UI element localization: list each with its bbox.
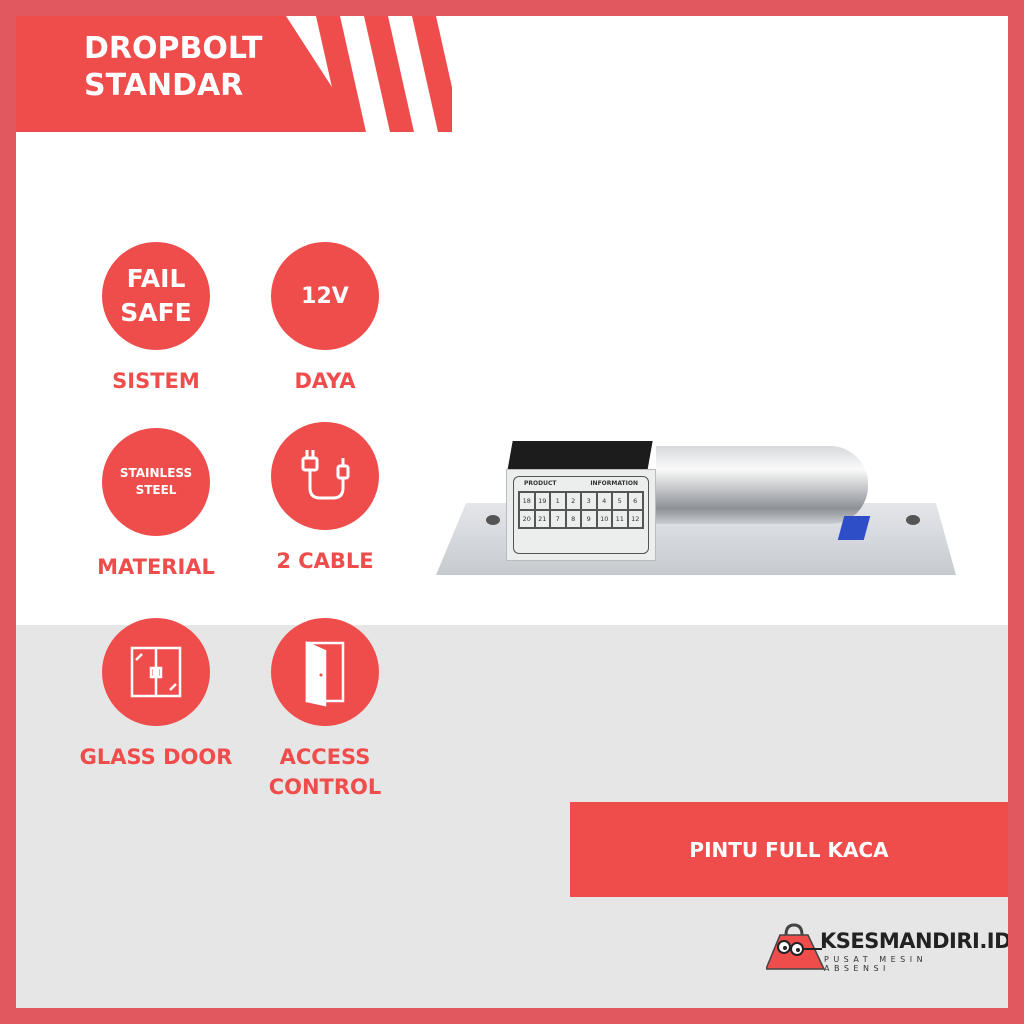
title-line: STANDAR xyxy=(84,68,244,103)
feature-12v: 12V DAYA xyxy=(240,242,410,396)
terminal-cell: 1 xyxy=(550,492,566,510)
panel-title: INFORMATION xyxy=(590,480,638,487)
decor-stripe xyxy=(412,16,452,132)
bolt-cylinder xyxy=(656,446,868,524)
feature-circle: FAIL SAFE xyxy=(102,242,210,350)
feature-circle: 12V xyxy=(271,242,379,350)
label-line: ACCESS xyxy=(279,745,371,769)
terminal-cell: 6 xyxy=(627,492,643,510)
feature-label: DAYA xyxy=(294,369,356,393)
terminal-cell: 18 xyxy=(519,492,535,510)
terminal-cell: 5 xyxy=(612,492,628,510)
circle-text: FAIL xyxy=(126,264,186,293)
title-line: DROPBOLT xyxy=(84,31,263,66)
terminal-cell: 12 xyxy=(627,510,643,528)
feature-circle xyxy=(102,618,210,726)
feature-label: 2 CABLE xyxy=(276,549,374,573)
terminal-cell: 4 xyxy=(596,492,612,510)
circle-text: STEEL xyxy=(135,483,177,497)
label-line: CONTROL xyxy=(268,775,382,799)
feature-glass-door: GLASS DOOR xyxy=(71,618,241,772)
circle-text: 12V xyxy=(301,283,349,309)
screw-hole xyxy=(906,515,920,525)
feature-circle xyxy=(271,422,379,530)
terminal-cell: 8 xyxy=(565,510,581,528)
feature-label: GLASS DOOR xyxy=(79,745,233,769)
page-title: DROPBOLT STANDAR xyxy=(84,30,262,104)
feature-access-control: ACCESS CONTROL xyxy=(240,618,410,802)
terminal-cell: 7 xyxy=(550,510,566,528)
decor-stripe xyxy=(364,16,414,132)
pintu-banner: PINTU FULL KACA xyxy=(570,802,1008,897)
terminal-cell: 21 xyxy=(534,510,550,528)
feature-fail-safe: FAIL SAFE SISTEM xyxy=(71,242,241,396)
terminal-cell: 11 xyxy=(612,510,628,528)
bag-mascot-icon xyxy=(766,923,826,970)
logo-tagline: PUSAT MESIN ABSENSI xyxy=(824,955,928,973)
housing-top xyxy=(507,441,653,471)
open-door-icon xyxy=(305,641,345,707)
screw-hole xyxy=(486,515,500,525)
terminal-cell: 3 xyxy=(581,492,597,510)
terminal-cell: 19 xyxy=(534,492,550,510)
circle-text: SAFE xyxy=(120,298,192,327)
feature-label: MATERIAL xyxy=(97,555,215,579)
feature-label: ACCESS CONTROL xyxy=(240,742,410,802)
terminal-cell: 2 xyxy=(565,492,581,510)
feature-circle: STAINLESS STEEL xyxy=(102,428,210,536)
feature-stainless: STAINLESS STEEL MATERIAL xyxy=(71,428,241,582)
glass-door-icon xyxy=(130,646,182,698)
terminal-cell: 20 xyxy=(519,510,535,528)
brand-logo: KSESMANDIRI.ID PUSAT MESIN ABSENSI xyxy=(766,921,1008,981)
feature-label: SISTEM xyxy=(112,369,200,393)
logo-name: KSESMANDIRI.ID xyxy=(820,929,1008,953)
feature-2-cable: 2 CABLE xyxy=(240,422,410,576)
usb-cable-icon xyxy=(301,450,350,500)
circle-text: STAINLESS xyxy=(119,466,193,480)
canvas: DROPBOLT STANDAR FAIL SAFE SISTEM 12V DA… xyxy=(16,16,1008,1008)
feature-circle xyxy=(271,618,379,726)
panel-title: PRODUCT xyxy=(524,480,557,487)
terminal-cell: 10 xyxy=(596,510,612,528)
terminal-cell: 9 xyxy=(581,510,597,528)
banner-text: PINTU FULL KACA xyxy=(689,837,889,862)
